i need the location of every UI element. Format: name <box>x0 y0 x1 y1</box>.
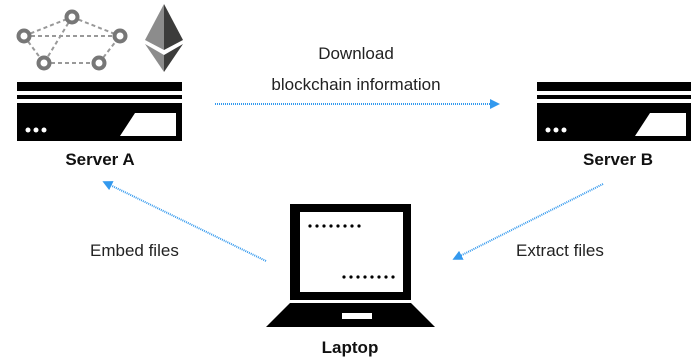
arrow-label-line1: Download <box>318 44 394 63</box>
laptop-label: Laptop <box>321 338 379 357</box>
arrow-label-line2: blockchain information <box>271 75 441 94</box>
server-b-label: Server B <box>583 150 653 169</box>
ethereum-icon <box>145 4 183 72</box>
network-graph-icon <box>16 9 128 71</box>
server-a-label: Server A <box>65 150 135 169</box>
arrow-extract <box>452 183 604 260</box>
laptop-icon <box>266 204 435 327</box>
extract-files-label: Extract files <box>516 241 604 260</box>
server-a-icon <box>17 82 182 141</box>
embed-files-label: Embed files <box>90 241 179 260</box>
arrow-embed <box>102 181 267 262</box>
server-b-icon <box>537 82 691 141</box>
